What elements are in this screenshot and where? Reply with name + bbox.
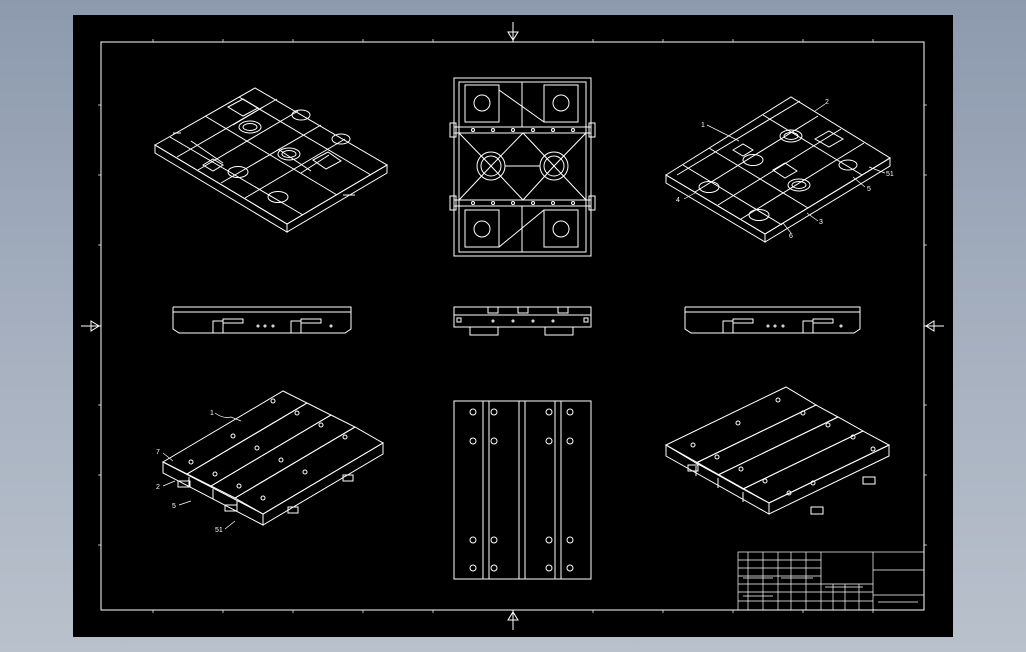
- front-elevation-center: [453, 306, 592, 336]
- callout-5: 5: [867, 186, 871, 193]
- callout-2: 2: [825, 99, 829, 106]
- plan-view-top: [453, 400, 592, 580]
- centering-mark-top: [507, 22, 519, 42]
- callout-5: 5: [172, 503, 176, 510]
- zone-ticks: [98, 39, 927, 613]
- callout-51: 51: [886, 171, 894, 178]
- iso-view-top-left: [161, 390, 384, 526]
- callout-3: 3: [819, 219, 823, 226]
- plan-view-bottom: [449, 77, 596, 257]
- iso-view-underside-right: [665, 96, 891, 243]
- cad-viewport[interactable]: 1 2 51 5 3 6 4: [73, 15, 953, 637]
- callouts-top-right: 1 2 51 5 3 6 4: [676, 99, 894, 240]
- callout-1: 1: [210, 410, 214, 417]
- iso-view-underside-left: [154, 87, 388, 233]
- callout-4: 4: [676, 197, 680, 204]
- callout-2: 2: [156, 484, 160, 491]
- centering-mark-right: [924, 320, 944, 332]
- iso-view-top-right: [664, 386, 891, 515]
- centering-mark-bottom: [507, 610, 519, 630]
- callout-51: 51: [215, 527, 223, 534]
- callout-1: 1: [701, 122, 705, 129]
- title-block: [737, 551, 925, 611]
- callouts-bottom-left: 1 7 2 5 51: [156, 410, 242, 534]
- side-elevation-right: [684, 306, 861, 334]
- callout-7: 7: [156, 449, 160, 456]
- callout-6: 6: [789, 233, 793, 240]
- engineering-drawing: 1 2 51 5 3 6 4: [81, 22, 944, 630]
- centering-mark-left: [81, 320, 101, 332]
- side-elevation-left: [172, 306, 352, 334]
